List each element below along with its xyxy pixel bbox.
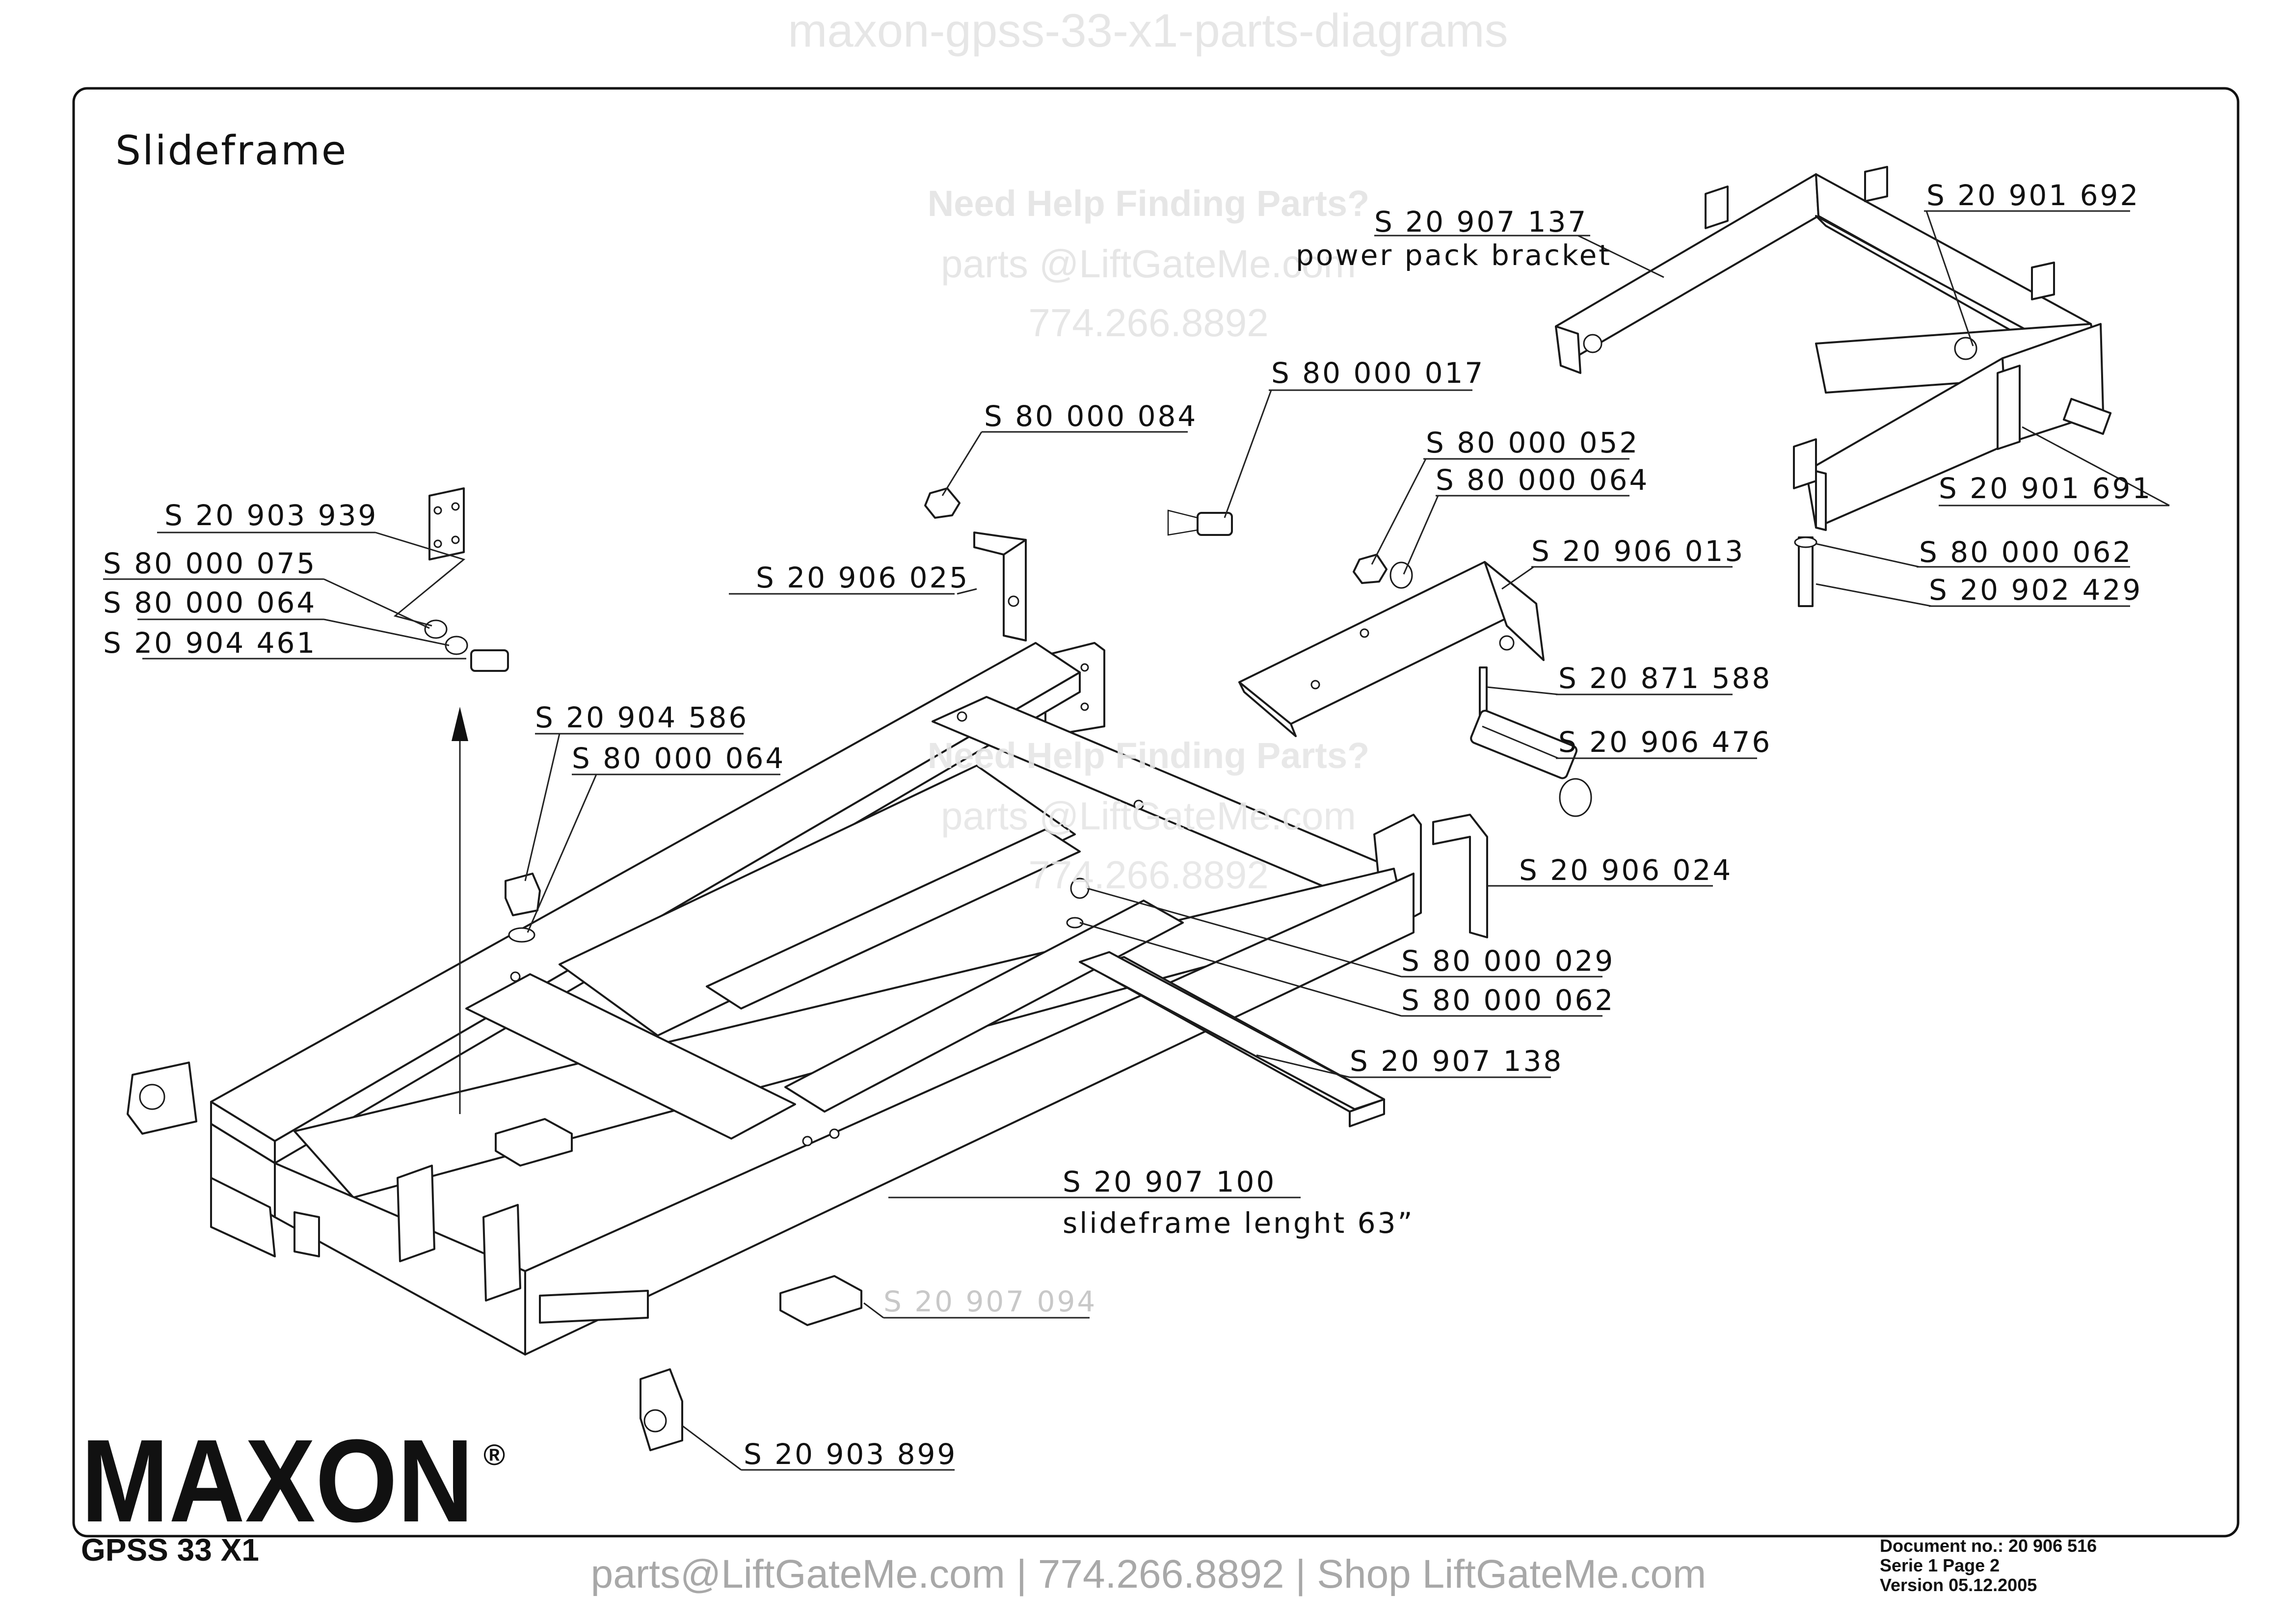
label-20904586: S 20 904 586: [535, 701, 748, 734]
label-20901691: S 20 901 691: [1939, 472, 2152, 505]
svg-text:MAXON: MAXON: [81, 1415, 474, 1546]
document-info: Document no.: 20 906 516 Serie 1 Page 2 …: [1880, 1536, 2097, 1595]
label-20906476: S 20 906 476: [1558, 725, 1772, 759]
label-20903939: S 20 903 939: [164, 499, 378, 532]
footer-contact: parts@LiftGateMe.com | 774.266.8892 | Sh…: [591, 1552, 1707, 1596]
label-power-pack-bracket: power pack bracket: [1296, 239, 1612, 272]
label-80000064-b: S 80 000 064: [103, 586, 317, 619]
label-80000075: S 80 000 075: [103, 547, 317, 580]
plate-906024: [1432, 814, 1488, 938]
leader-lines: [103, 210, 2170, 1471]
drawing-border: [72, 87, 2240, 1538]
svg-text:774.266.8892: 774.266.8892: [1028, 853, 1268, 897]
watermark-top: Need Help Finding Parts? parts @LiftGate…: [928, 183, 1369, 345]
label-20907138: S 20 907 138: [1350, 1044, 1563, 1078]
svg-text:Need Help Finding Parts?: Need Help Finding Parts?: [928, 183, 1369, 224]
label-80000064-a: S 80 000 064: [1436, 463, 1649, 497]
svg-text:Need Help Finding Parts?: Need Help Finding Parts?: [928, 735, 1369, 776]
label-20906025: S 20 906 025: [756, 561, 969, 594]
frame-small-parts: [127, 873, 1090, 1451]
svg-text:Document no.: 20 906 516: Document no.: 20 906 516: [1880, 1536, 2097, 1556]
label-80000084: S 80 000 084: [984, 399, 1198, 433]
svg-text:Serie 1 Page 2: Serie 1 Page 2: [1880, 1555, 2000, 1575]
page-header: maxon-gpss-33-x1-parts-diagrams: [788, 4, 1508, 57]
label-20903899: S 20 903 899: [744, 1437, 957, 1471]
label-20901692: S 20 901 692: [1926, 179, 2140, 212]
power-pack-bracket-drawing: [1555, 166, 2112, 607]
label-80000052: S 80 000 052: [1426, 426, 1639, 459]
watermark-middle: Need Help Finding Parts? parts @LiftGate…: [928, 735, 1369, 897]
plate-906025: [973, 532, 1027, 641]
label-20871588: S 20 871 588: [1558, 662, 1772, 695]
label-80000017: S 80 000 017: [1271, 356, 1485, 390]
label-80000062-a: S 80 000 062: [1919, 535, 2133, 569]
label-80000064-c: S 80 000 064: [572, 742, 785, 775]
label-80000062-b: S 80 000 062: [1401, 984, 1615, 1017]
cover-plate-906013: [1238, 561, 1592, 817]
label-20904461: S 20 904 461: [103, 626, 317, 660]
model-name: GPSS 33 X1: [81, 1532, 259, 1568]
maxon-logo: MAXON ®: [81, 1415, 505, 1546]
label-80000029: S 80 000 029: [1401, 944, 1615, 978]
label-20902429: S 20 902 429: [1929, 573, 2142, 607]
label-20906024: S 20 906 024: [1519, 853, 1733, 887]
diagram-title: Slideframe: [115, 128, 347, 174]
svg-text:Version 05.12.2005: Version 05.12.2005: [1880, 1575, 2037, 1595]
svg-text:774.266.8892: 774.266.8892: [1028, 301, 1268, 345]
label-slideframe-length: slideframe lenght 63”: [1063, 1206, 1415, 1240]
part-labels: S 20 907 137 power pack bracket S 20 901…: [103, 179, 2152, 1471]
angle-bar-907138: [1079, 951, 1385, 1110]
label-20907100: S 20 907 100: [1063, 1165, 1276, 1198]
svg-text:®: ®: [483, 1438, 505, 1471]
svg-text:parts @LiftGateMe.com: parts @LiftGateMe.com: [941, 242, 1356, 286]
label-20906013: S 20 906 013: [1531, 534, 1745, 568]
label-20907137: S 20 907 137: [1374, 205, 1588, 239]
label-20907094: S 20 907 094: [883, 1285, 1097, 1318]
svg-text:parts @LiftGateMe.com: parts @LiftGateMe.com: [941, 794, 1356, 838]
